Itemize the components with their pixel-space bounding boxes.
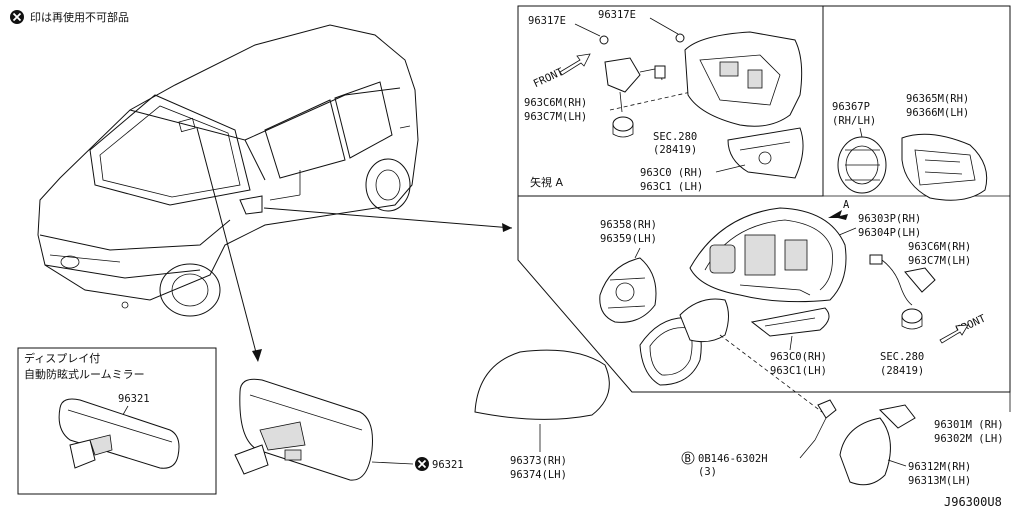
sec-280: SEC.280 <box>653 131 697 143</box>
dimming-mirror-line2: 自動防眩式ルームミラー <box>24 367 145 381</box>
front-label: FRONT <box>532 66 566 91</box>
arrow-a-label: A <box>843 199 850 211</box>
sec-280-ref: (28419) <box>653 144 697 156</box>
turn-lamp <box>750 307 830 337</box>
part-96312m: 96312M(RH) <box>908 461 971 473</box>
bolt-mark: B <box>685 453 691 465</box>
part-96367p-sub: (RH/LH) <box>832 115 876 127</box>
part-963c0: 963C0 (RH) <box>640 167 703 179</box>
front-arrow-icon <box>559 53 591 76</box>
mirror-housing <box>689 207 847 303</box>
part-bolt-qty: (3) <box>698 466 717 478</box>
front-label-right: FRONT <box>954 312 988 337</box>
legend-text: 印は再使用不可部品 <box>30 10 129 24</box>
part-96304p: 96304P(LH) <box>858 227 921 239</box>
part-96359: 96359(LH) <box>600 233 657 245</box>
mirror-gasket <box>639 298 729 386</box>
part-96374: 96374(LH) <box>510 469 567 481</box>
front-arrow-icon <box>939 324 969 344</box>
legend: 印は再使用不可部品 <box>10 10 129 24</box>
part-963c7m-right: 963C7M(LH) <box>908 255 971 267</box>
car-illustration <box>37 24 419 317</box>
bolt-mark-icon <box>681 451 695 465</box>
part-963c0-mid: 963C0(RH) <box>770 351 827 363</box>
sec-280-right-ref: (28419) <box>880 365 924 377</box>
view-a-label: 矢視 A <box>530 175 563 189</box>
part-96367p: 96367P <box>832 101 870 113</box>
part-96313m: 96313M(LH) <box>908 475 971 487</box>
part-96317e: 96317E <box>528 15 566 27</box>
inset-room-mirror <box>58 398 180 469</box>
bolt <box>814 399 837 441</box>
part-96321-main: 96321 <box>432 459 464 471</box>
part-963c7m: 963C7M(LH) <box>524 111 587 123</box>
part-963c6m: 963C6M(RH) <box>524 97 587 109</box>
dimming-mirror-line1: ディスプレイ付 <box>24 351 100 365</box>
mirror-actuator <box>837 136 887 194</box>
part-96302m: 96302M (LH) <box>934 433 1004 445</box>
part-963c1: 963C1 (LH) <box>640 181 703 193</box>
part-96365m: 96365M(RH) <box>906 93 969 105</box>
top-inset: 96317E 96317E FRONT 963C6M(RH) 963C7M(LH… <box>524 9 804 193</box>
part-bolt: 0B146-6302H <box>698 453 768 465</box>
part-96321-inset: 96321 <box>118 393 150 405</box>
room-mirror <box>234 378 373 481</box>
part-96303p: 96303P(RH) <box>858 213 921 225</box>
diagram-id: J96300U8 <box>944 495 1002 509</box>
mirror-base <box>599 257 657 323</box>
part-963c1-mid: 963C1(LH) <box>770 365 827 377</box>
lower-cover <box>839 404 916 486</box>
mirror-heater <box>901 133 988 201</box>
part-96366m: 96366M(LH) <box>906 107 969 119</box>
part-96358: 96358(RH) <box>600 219 657 231</box>
turn-lamp-harness <box>869 254 936 330</box>
part-96317e: 96317E <box>598 9 636 21</box>
part-96373: 96373(RH) <box>510 455 567 467</box>
arrow-a-icon <box>828 210 848 220</box>
mirror-cover <box>474 349 610 420</box>
sec-280-right: SEC.280 <box>880 351 924 363</box>
part-96301m: 96301M (RH) <box>934 419 1004 431</box>
part-963c6m-right: 963C6M(RH) <box>908 241 971 253</box>
